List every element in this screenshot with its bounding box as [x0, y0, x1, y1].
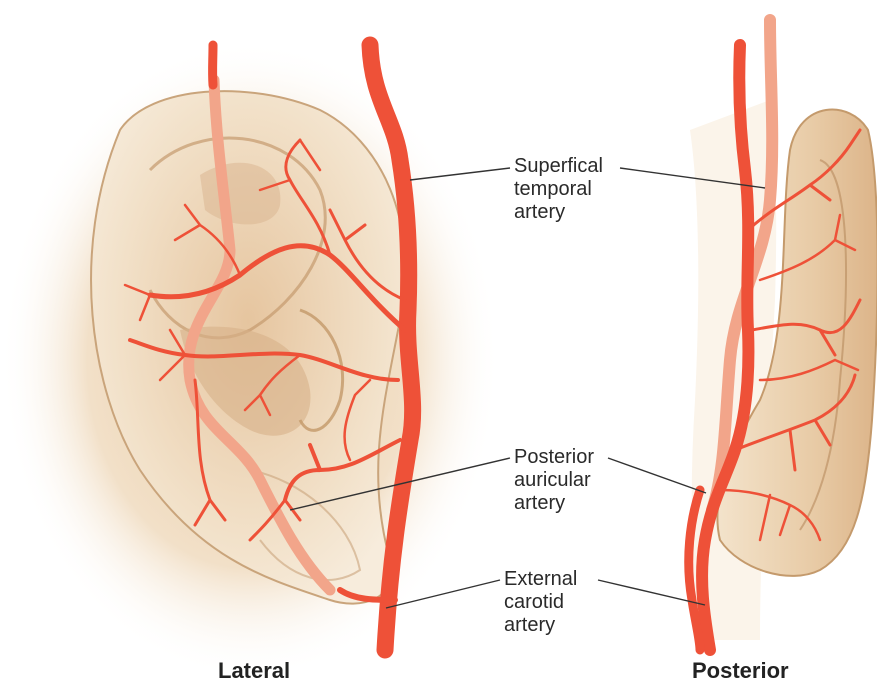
view-title-posterior: Posterior — [692, 658, 789, 684]
lateral-view — [0, 40, 500, 680]
label-posterior-auricular-line2: auricular — [514, 469, 594, 492]
leader-posterior-auricular-right — [608, 458, 706, 493]
label-external-carotid-line3: artery — [504, 614, 577, 637]
label-posterior-auricular-line3: artery — [514, 492, 594, 515]
posterior-view — [689, 20, 877, 650]
label-posterior-auricular-line1: Posterior — [514, 446, 594, 469]
label-superficial-temporal-artery: Superfical temporal artery — [514, 155, 603, 224]
label-superficial-temporal-line3: artery — [514, 201, 603, 224]
view-title-lateral: Lateral — [218, 658, 290, 684]
label-posterior-auricular-artery: Posterior auricular artery — [514, 446, 594, 515]
label-superficial-temporal-line2: temporal — [514, 178, 603, 201]
label-external-carotid-line2: carotid — [504, 591, 577, 614]
label-superficial-temporal-line1: Superfical — [514, 155, 603, 178]
label-external-carotid-line1: External — [504, 568, 577, 591]
label-external-carotid-artery: External carotid artery — [504, 568, 577, 637]
